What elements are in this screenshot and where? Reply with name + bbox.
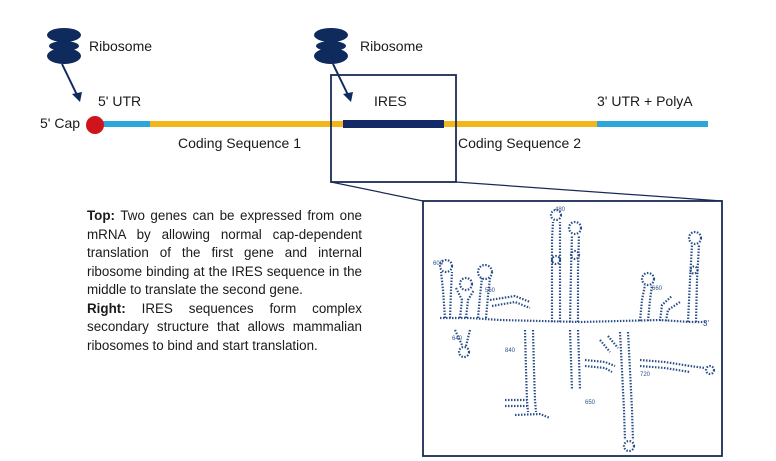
svg-text:650: 650: [585, 400, 596, 406]
ires-highlight-box: [330, 74, 457, 183]
caption: Top: Two genes can be expressed from one…: [87, 207, 362, 355]
ires-secondary-structure: [438, 208, 716, 453]
coding-sequence-1-label: Coding Sequence 1: [178, 135, 301, 151]
coding-sequence-1-segment: [150, 121, 343, 127]
ires-structure-box: [422, 200, 723, 457]
svg-text:600: 600: [433, 261, 444, 267]
ires-label: IRES: [374, 93, 407, 109]
svg-text:660: 660: [652, 286, 663, 292]
connector-right: [455, 181, 723, 202]
five-cap-label: 5' Cap: [40, 115, 81, 131]
caption-top-text: Two genes can be expressed from one mRNA…: [87, 208, 362, 297]
svg-text:3': 3': [703, 319, 709, 328]
three-utr-segment: [597, 121, 708, 127]
ribosome-left-arrow: [61, 63, 79, 98]
svg-text:640: 640: [452, 336, 463, 342]
ribosome-left-label: Ribosome: [89, 38, 153, 54]
svg-text:480: 480: [555, 207, 566, 213]
ribosome-right-icon: [314, 28, 348, 64]
svg-text:560: 560: [485, 288, 496, 294]
svg-text:720: 720: [640, 372, 651, 378]
three-utr-label: 3' UTR + PolyA: [597, 93, 693, 109]
svg-text:840: 840: [505, 348, 516, 354]
ribosome-right-arrow: [332, 63, 350, 98]
ribosome-right-label: Ribosome: [360, 38, 424, 54]
five-utr-label: 5' UTR: [98, 93, 142, 109]
caption-right-heading: Right:: [87, 300, 126, 316]
connector-left: [330, 181, 424, 202]
five-cap-dot: [86, 116, 104, 134]
caption-right: Right: IRES sequences form complex secon…: [87, 300, 362, 356]
ribosome-left-icon: [47, 28, 81, 64]
caption-top-heading: Top:: [87, 208, 116, 223]
caption-right-text: IRES sequences form complex secondary st…: [87, 300, 362, 353]
ires-segment: [343, 120, 444, 128]
coding-sequence-2-label: Coding Sequence 2: [458, 135, 581, 151]
caption-top: Top: Two genes can be expressed from one…: [87, 207, 362, 300]
five-utr-segment: [102, 121, 150, 127]
coding-sequence-2-segment: [444, 121, 597, 127]
